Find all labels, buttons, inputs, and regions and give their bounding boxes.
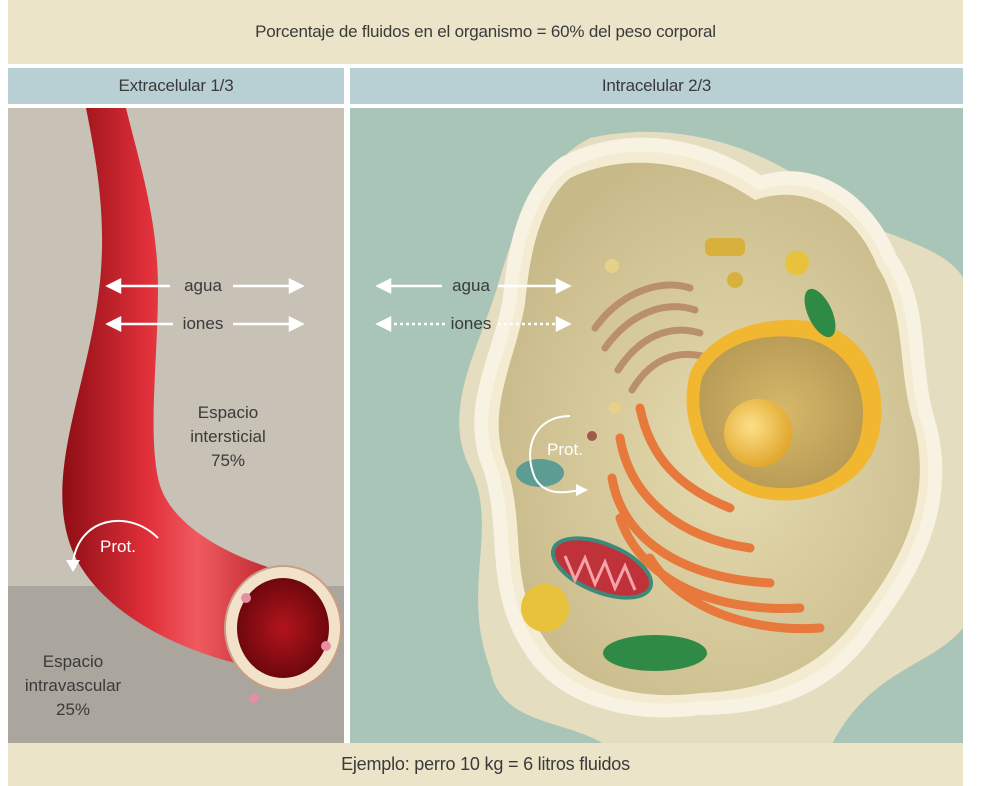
intracellular-header-label: Intracelular 2/3 — [602, 76, 711, 96]
protein-label-vessel: Prot. — [88, 535, 148, 559]
title-band: Porcentaje de fluidos en el organismo = … — [8, 0, 963, 64]
extracellular-header-label: Extracelular 1/3 — [119, 76, 234, 96]
ions-label-right: iones — [436, 312, 506, 336]
interstitial-line2: intersticial — [163, 425, 293, 449]
protein-label-cell: Prot. — [535, 438, 595, 462]
interstitial-line1: Espacio — [163, 401, 293, 425]
intracellular-header: Intracelular 2/3 — [350, 68, 963, 104]
intravascular-percent: 25% — [8, 698, 138, 722]
intracellular-panel: agua iones Prot. — [350, 108, 963, 743]
page-title: Porcentaje de fluidos en el organismo = … — [255, 22, 716, 42]
nucleolus — [724, 399, 792, 467]
ions-label-left: iones — [168, 312, 238, 336]
intravascular-line2: intravascular — [8, 674, 138, 698]
green-organelle-bottom — [603, 635, 707, 671]
water-label-left: agua — [168, 274, 238, 298]
vesicle — [521, 584, 569, 632]
cell-illustration — [350, 108, 963, 743]
example-text: Ejemplo: perro 10 kg = 6 litros fluidos — [341, 754, 630, 775]
footer-band: Ejemplo: perro 10 kg = 6 litros fluidos — [8, 743, 963, 786]
interstitial-percent: 75% — [163, 449, 293, 473]
intravascular-line1: Espacio — [8, 650, 138, 674]
interstitial-space-label: Espacio intersticial 75% — [163, 401, 293, 473]
vessel-lumen — [237, 578, 329, 678]
intravascular-space-label: Espacio intravascular 25% — [8, 650, 138, 722]
water-label-right: agua — [436, 274, 506, 298]
extracellular-panel: agua iones Espacio intersticial 75% Prot… — [8, 108, 344, 743]
extracellular-header: Extracelular 1/3 — [8, 68, 344, 104]
